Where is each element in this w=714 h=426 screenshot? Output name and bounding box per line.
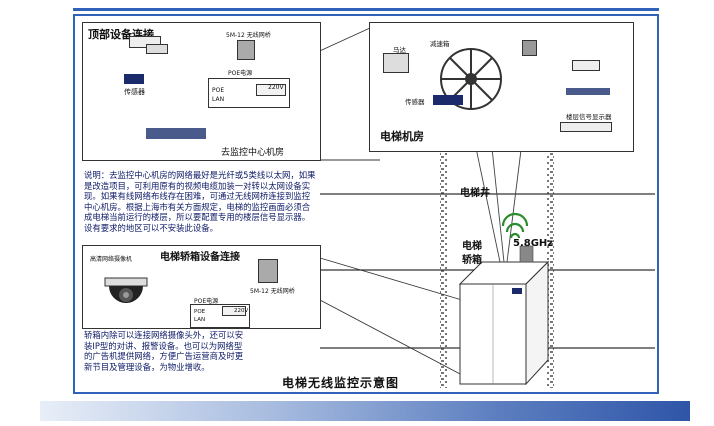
top-poe-adapter-icon (256, 84, 286, 96)
car-poe-port: POE (194, 309, 206, 315)
car-bridge-icon (258, 259, 278, 283)
floor-display-label: 楼层信号显示器 (566, 113, 612, 121)
car-voltage-label: 220V (234, 308, 249, 314)
top-poe-title: POE电源 (228, 70, 253, 77)
machine-sensor-label: 传感器 (405, 98, 425, 106)
car-lan-port: LAN (194, 317, 206, 323)
top-poe-port: POE (212, 87, 225, 94)
car-panel-title: 电梯轿箱设备连接 (160, 252, 240, 263)
wireless-bridge-icon (237, 40, 255, 60)
description-text: 说明：去监控中心机房的网络最好是光纤或5类线以太网，如果是改造项目，可利用原有的… (84, 170, 316, 233)
machine-sensor-icon (433, 95, 463, 105)
motor-icon (383, 53, 409, 73)
motor-label: 马达 (393, 46, 406, 54)
machine-antenna-icon (522, 40, 537, 56)
bottom-gradient-bar (40, 401, 690, 421)
junction-box-icon (146, 44, 168, 54)
elevator-car (458, 260, 550, 386)
dome-camera-icon (104, 277, 148, 303)
car-label-line1: 电梯 (462, 241, 482, 252)
car-description-text: 轿箱内除可以连接网络摄像头外，还可以安装IP型的对讲、报警设备。也可以为网络型的… (84, 330, 244, 372)
diagram-caption: 电梯无线监控示意图 (282, 376, 400, 390)
sensor-icon (124, 74, 144, 84)
car-label-line2: 轿箱 (462, 255, 482, 266)
shaft-label: 电梯井 (460, 188, 490, 199)
top-voltage-label: 220V (268, 84, 284, 91)
floor-display-icon (560, 122, 612, 132)
reducer-label: 减速箱 (430, 40, 450, 48)
top-lan-port: LAN (212, 96, 225, 103)
car-camera-label: 高清网络摄像机 (90, 256, 133, 263)
machine-device-icon (572, 60, 600, 71)
frequency-label: 5.8GHz (513, 238, 554, 249)
top-switch-label: 去监控中心机房 (221, 148, 285, 158)
network-switch-icon (146, 128, 206, 139)
car-antenna-icon (519, 245, 534, 263)
car-bridge-label: 5M-12 无线网桥 (250, 288, 295, 295)
machine-switch-icon (566, 88, 610, 95)
top-border-bar (73, 8, 659, 11)
elevator-shaft-walls (440, 150, 554, 388)
machine-room-title: 电梯机房 (380, 130, 424, 143)
car-poe-title: POE电源 (194, 298, 219, 305)
traction-wheel-icon (440, 48, 502, 110)
top-bridge-label: 5M-12 无线网桥 (226, 32, 271, 39)
car-poe-adapter-icon (222, 306, 246, 316)
top-sensor-label: 传感器 (124, 88, 145, 96)
